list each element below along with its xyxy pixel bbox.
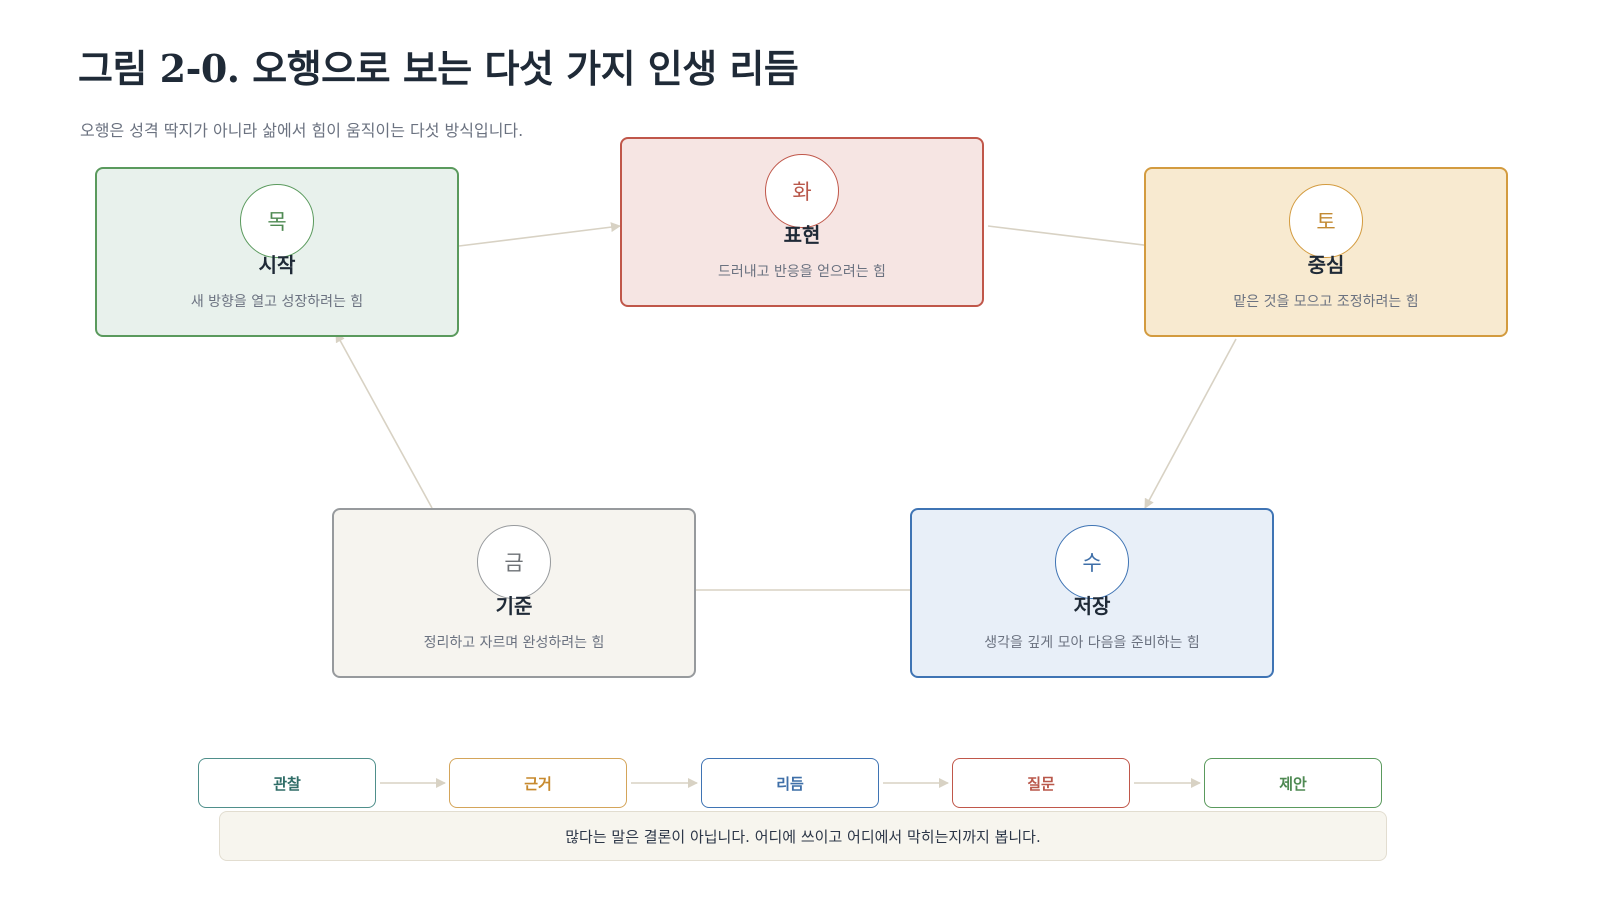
element-symbol-earth: 토 — [1289, 184, 1363, 258]
process-step-observe: 관찰 — [198, 758, 376, 808]
process-step-question: 질문 — [952, 758, 1130, 808]
element-desc-fire: 드러내고 반응을 얻으려는 힘 — [718, 264, 886, 280]
element-name-earth: 중심 — [1307, 253, 1345, 277]
arrow-metal-to-wood — [335, 332, 433, 509]
element-card-earth: 토 중심 맡은 것을 모으고 조정하려는 힘 — [1144, 167, 1508, 337]
element-name-metal: 기준 — [495, 594, 533, 618]
element-name-fire: 표현 — [783, 223, 821, 247]
element-symbol-metal: 금 — [477, 525, 551, 599]
element-desc-water: 생각을 깊게 모아 다음을 준비하는 힘 — [984, 635, 1200, 651]
element-card-metal: 금 기준 정리하고 자르며 완성하려는 힘 — [332, 508, 696, 678]
arrow-fire-to-earth — [987, 225, 1161, 251]
page-subtitle: 오행은 성격 딱지가 아니라 삶에서 힘이 움직이는 다섯 방식입니다. — [80, 121, 524, 140]
arrow-earth-to-water — [1144, 338, 1237, 509]
element-card-water: 수 저장 생각을 깊게 모아 다음을 준비하는 힘 — [910, 508, 1274, 678]
element-desc-wood: 새 방향을 열고 성장하려는 힘 — [190, 294, 364, 310]
process-step-rhythm: 리듬 — [701, 758, 879, 808]
element-card-fire: 화 표현 드러내고 반응을 얻으려는 힘 — [620, 137, 984, 307]
element-card-wood: 목 시작 새 방향을 열고 성장하려는 힘 — [95, 167, 459, 337]
element-symbol-fire: 화 — [765, 154, 839, 228]
process-note: 많다는 말은 결론이 아닙니다. 어디에 쓰이고 어디에서 막히는지까지 봅니다… — [219, 811, 1387, 861]
element-desc-earth: 맡은 것을 모으고 조정하려는 힘 — [1233, 294, 1419, 310]
element-symbol-water: 수 — [1055, 525, 1129, 599]
element-name-wood: 시작 — [258, 253, 296, 277]
process-step-proposal: 제안 — [1204, 758, 1382, 808]
element-name-water: 저장 — [1073, 594, 1111, 618]
element-desc-metal: 정리하고 자르며 완성하려는 힘 — [423, 635, 605, 651]
element-symbol-wood: 목 — [240, 184, 314, 258]
process-step-evidence: 근거 — [449, 758, 627, 808]
arrow-wood-to-fire — [458, 222, 621, 247]
page-title: 그림 2-0. 오행으로 보는 다섯 가지 인생 리듬 — [78, 46, 799, 91]
